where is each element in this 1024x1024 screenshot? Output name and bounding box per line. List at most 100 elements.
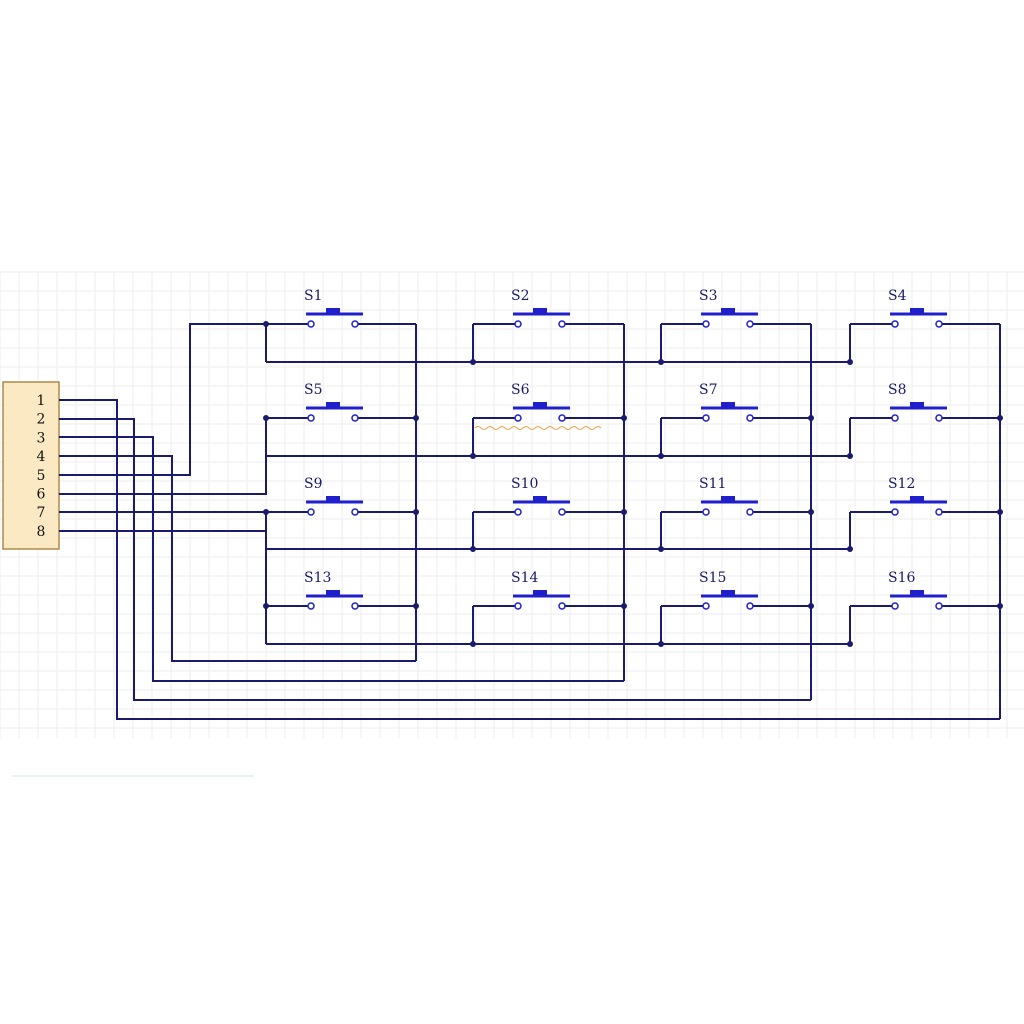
switch-terminal: [746, 320, 754, 328]
junction-dot: [263, 415, 269, 421]
pushbutton-switch: S14: [511, 570, 570, 610]
junction-dot: [621, 509, 627, 515]
switch-actuator: [721, 590, 735, 596]
junction-dot: [470, 641, 476, 647]
pushbutton-switch: S12: [888, 476, 947, 516]
junction-dot: [847, 453, 853, 459]
junction-dot: [263, 321, 269, 327]
pushbutton-switch: S10: [511, 476, 570, 516]
pushbutton-switch: S2: [511, 288, 570, 328]
pushbutton-switch: S7: [699, 382, 758, 422]
junction-dot: [997, 603, 1003, 609]
pin-label: 8: [37, 524, 46, 540]
switch-terminal: [891, 414, 899, 422]
switch-terminal: [935, 602, 943, 610]
switch-terminal: [307, 414, 315, 422]
switch-label: S2: [511, 288, 530, 304]
switch-terminal: [514, 414, 522, 422]
switch-terminal: [307, 602, 315, 610]
junction-dot: [413, 415, 419, 421]
pin-label: 2: [37, 412, 46, 428]
switch-actuator: [533, 496, 547, 502]
pin-label: 5: [37, 468, 46, 484]
junction-dot: [847, 359, 853, 365]
pushbutton-switch: S9: [304, 476, 363, 516]
junction-dot: [263, 509, 269, 515]
switch-terminal: [558, 602, 566, 610]
column-net: [59, 436, 624, 682]
switch-label: S10: [511, 476, 538, 492]
switch-terminal: [702, 320, 710, 328]
pushbutton-switch: S3: [699, 288, 758, 328]
switch-terminal: [702, 508, 710, 516]
switch-terminal: [746, 508, 754, 516]
row-net: [59, 530, 267, 644]
switch-actuator: [910, 308, 924, 314]
junction-dot: [470, 453, 476, 459]
switch-actuator: [533, 308, 547, 314]
switch-actuator: [326, 496, 340, 502]
switch-label: S13: [304, 570, 331, 586]
switch-terminal: [514, 320, 522, 328]
switch-terminal: [558, 414, 566, 422]
pushbutton-switch: S15: [699, 570, 758, 610]
switch-terminal: [351, 602, 359, 610]
switch-label: S7: [699, 382, 718, 398]
junction-dot: [470, 546, 476, 552]
connector-body: [2, 381, 60, 550]
pushbutton-switch: S6: [511, 382, 570, 422]
junction-dot: [658, 359, 664, 365]
switch-actuator: [910, 590, 924, 596]
pushbutton-switch: S11: [699, 476, 758, 516]
switch-terminal: [307, 508, 315, 516]
switch-terminal: [746, 414, 754, 422]
junction-dot: [263, 603, 269, 609]
row-net: [59, 456, 267, 495]
junction-dot: [847, 641, 853, 647]
switch-actuator: [533, 402, 547, 408]
switch-terminal: [351, 508, 359, 516]
junction-dot: [621, 603, 627, 609]
switch-terminal: [891, 602, 899, 610]
switch-terminal: [351, 414, 359, 422]
switch-label: S9: [304, 476, 323, 492]
row-net: [59, 323, 266, 476]
switch-label: S15: [699, 570, 726, 586]
junction-dot: [808, 603, 814, 609]
switch-terminal: [702, 602, 710, 610]
switch-terminal: [307, 320, 315, 328]
switch-label: S4: [888, 288, 907, 304]
switch-actuator: [721, 308, 735, 314]
wire-net: [59, 323, 1001, 720]
switch-terminal: [935, 320, 943, 328]
switch-actuator: [910, 402, 924, 408]
pin-label: 6: [37, 487, 46, 503]
junction-dot: [470, 359, 476, 365]
pushbutton-switch: S4: [888, 288, 947, 328]
column-net: [59, 418, 811, 701]
column-net: [59, 399, 1000, 720]
switch-terminal: [514, 602, 522, 610]
switch-actuator: [721, 402, 735, 408]
switch-label: S6: [511, 382, 530, 398]
switch-actuator: [326, 308, 340, 314]
switch-label: S16: [888, 570, 915, 586]
switch-actuator: [910, 496, 924, 502]
switch-actuator: [326, 590, 340, 596]
switch-terminal: [351, 320, 359, 328]
pin-label: 1: [37, 393, 46, 409]
junction-dots: [263, 321, 1003, 647]
switch-label: S1: [304, 288, 323, 304]
junction-dot: [658, 641, 664, 647]
pushbutton-switch: S13: [304, 570, 363, 610]
switch-label: S5: [304, 382, 323, 398]
switch-terminal: [891, 320, 899, 328]
switch-label: S14: [511, 570, 538, 586]
switch-label: S8: [888, 382, 907, 398]
schematic-grid: [0, 271, 1024, 738]
junction-dot: [997, 509, 1003, 515]
switch-actuator: [533, 590, 547, 596]
